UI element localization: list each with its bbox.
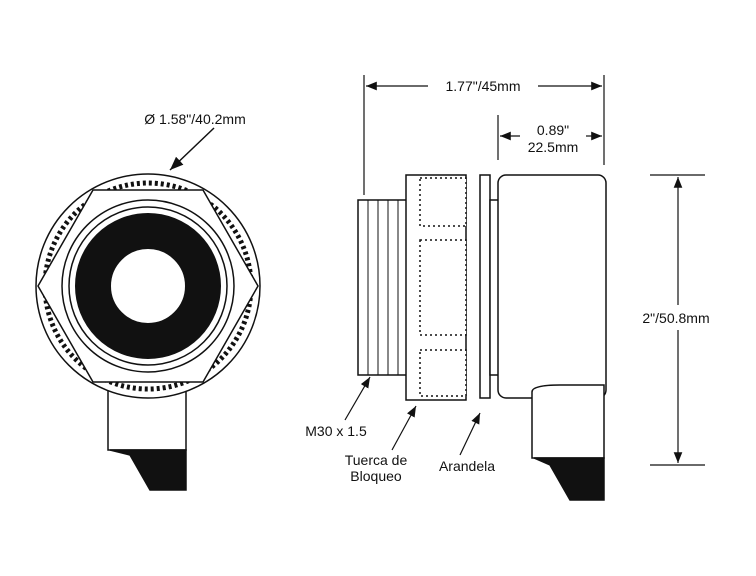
overall-length-label: 1.77"/45mm [445,78,520,94]
lock-nut-panel [419,177,467,227]
black-face-ring [75,213,221,359]
dimension-lines [344,75,705,466]
inner-circle-2 [68,206,228,366]
body-length-in-label: 0.89" [537,122,569,138]
inner-circle-1 [61,199,235,373]
washer-label: Arandela [439,458,495,474]
front-cable [109,449,187,491]
side-stem [531,384,605,459]
thread-label: M30 x 1.5 [305,423,367,439]
body-length-mm-label: 22.5mm [528,139,579,155]
diameter-leader [169,127,215,171]
height-label: 2"/50.8mm [642,310,709,326]
diameter-label: Ø 1.58"/40.2mm [144,111,245,127]
locknut-label-line2: Bloqueo [350,468,402,484]
thread-section [357,199,409,376]
washer [479,174,491,399]
lock-nut-panel [419,349,467,397]
front-view [35,173,261,491]
sensor-body [497,174,607,399]
side-view [357,174,607,501]
side-cable [533,457,605,501]
locknut-label-line1: Tuerca de [345,452,408,468]
thread-lines [367,200,399,375]
lock-nut-panel [419,239,467,336]
